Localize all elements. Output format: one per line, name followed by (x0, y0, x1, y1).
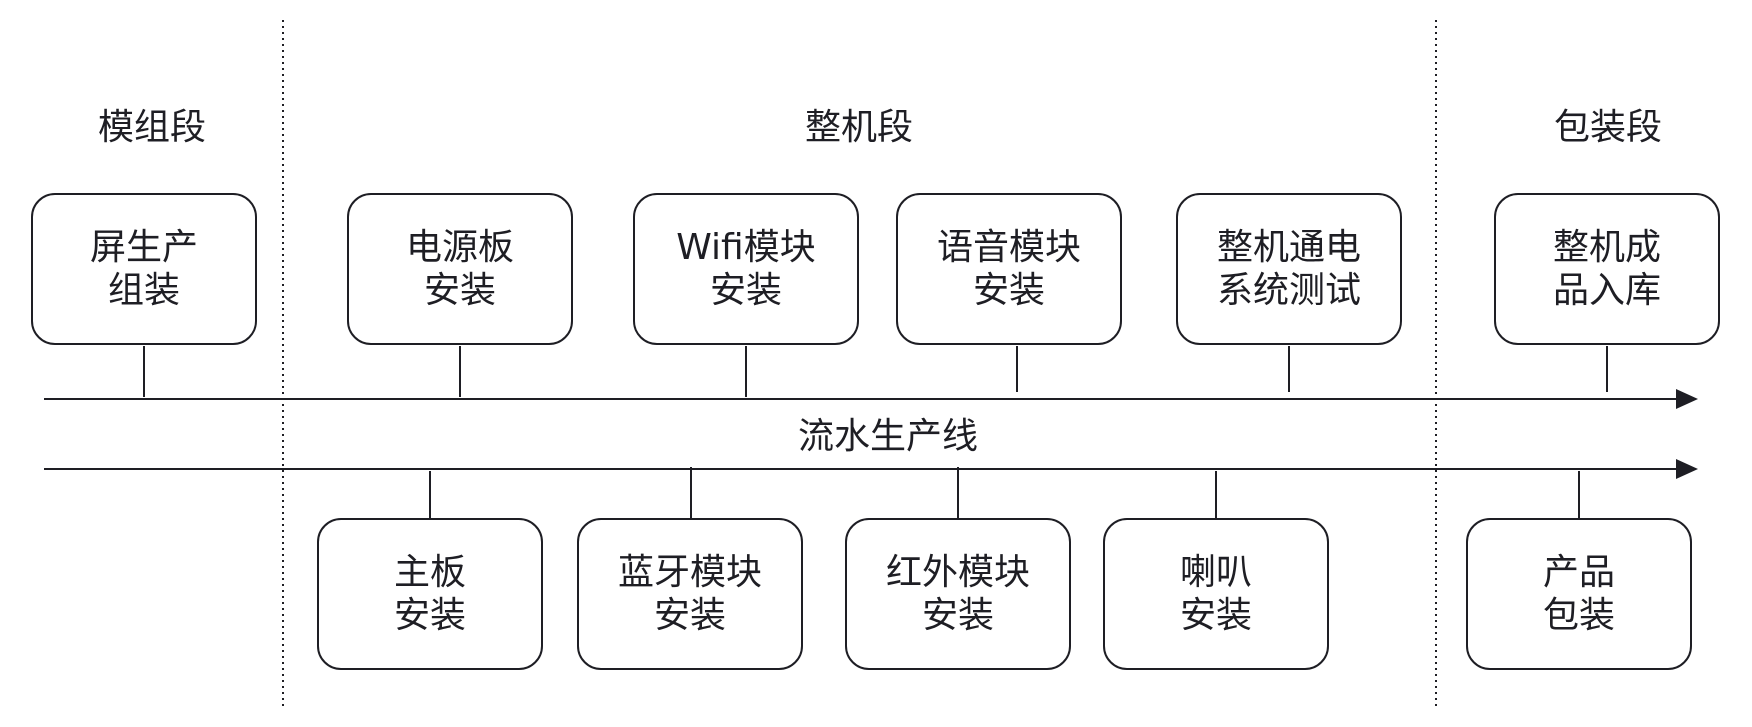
step-label-line1: 整机成 (1552, 227, 1661, 268)
section-title-assembly: 整机段 (804, 107, 914, 148)
step-box-warehouse-entry: 整机成 品入库 (1494, 193, 1720, 345)
step-box-product-packaging: 产品 包装 (1466, 518, 1692, 670)
step-box-infrared-module: 红外模块 安装 (845, 518, 1071, 670)
step-label-line2: 组装 (107, 270, 180, 311)
step-box-mainboard: 主板 安装 (317, 518, 543, 670)
step-label-line1: 喇叭 (1179, 552, 1252, 593)
step-box-power-board: 电源板 安装 (347, 193, 573, 345)
step-label-line1: 主板 (393, 552, 466, 593)
step-label-line2: 包装 (1542, 595, 1615, 636)
section-title-module: 模组段 (97, 107, 207, 148)
step-box-speaker: 喇叭 安装 (1103, 518, 1329, 670)
step-label-line2: 品入库 (1552, 270, 1661, 311)
step-box-wifi-module: Wifi模块 安装 (633, 193, 859, 345)
step-box-bluetooth-module: 蓝牙模块 安装 (577, 518, 803, 670)
step-box-screen-assembly: 屏生产 组装 (31, 193, 257, 345)
step-label-line2: 安装 (393, 595, 466, 636)
step-label-line2: 安装 (653, 595, 726, 636)
step-label-line2: 安装 (1179, 595, 1252, 636)
step-label-line1: 屏生产 (89, 227, 198, 268)
lower-arrowhead-icon (1676, 459, 1698, 479)
step-box-voice-module: 语音模块 安装 (896, 193, 1122, 345)
step-label-line2: 安装 (972, 270, 1045, 311)
step-label-line1: 红外模块 (885, 552, 1030, 593)
step-label-line1: 产品 (1542, 552, 1615, 593)
production-line-label: 流水生产线 (797, 416, 979, 457)
step-label-line2: 系统测试 (1216, 270, 1361, 311)
section-title-packaging: 包装段 (1553, 107, 1663, 148)
step-label-line1: 电源板 (405, 227, 514, 268)
step-label-line2: 安装 (921, 595, 994, 636)
step-label-line1: 整机通电 (1216, 227, 1361, 268)
step-label-line1: 蓝牙模块 (617, 552, 762, 593)
upper-arrowhead-icon (1676, 389, 1698, 409)
step-label-line2: 安装 (423, 270, 496, 311)
step-label-line1: 语音模块 (936, 227, 1081, 268)
step-label-line1: Wifi模块 (676, 227, 816, 268)
step-box-system-test: 整机通电 系统测试 (1176, 193, 1402, 345)
step-label-line2: 安装 (709, 270, 782, 311)
